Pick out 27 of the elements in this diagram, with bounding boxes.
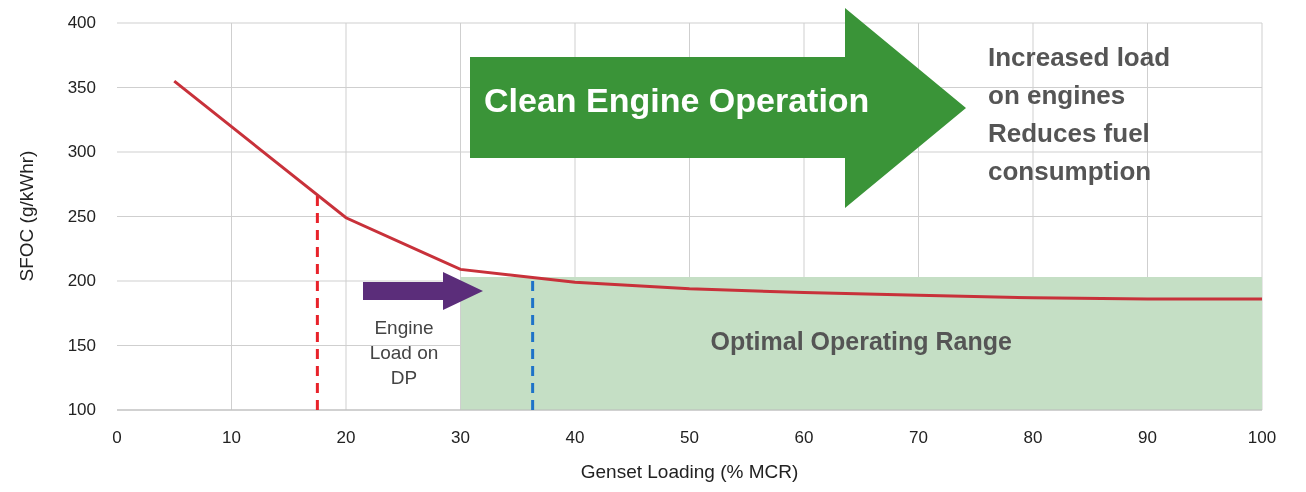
note-text: Increased load on engines (988, 41, 1172, 112)
tick-label: 70 (908, 428, 929, 448)
tick-label: 30 (450, 428, 471, 448)
tick-label: 50 (679, 428, 700, 448)
tick-label: 150 (66, 335, 96, 356)
tick-label: 0 (111, 428, 123, 448)
band-label: Optimal Operating Range (709, 327, 1013, 357)
tick-label: 40 (564, 428, 586, 448)
tick-label: 20 (335, 428, 357, 448)
note-text: Reduces fuel consumption (988, 117, 1153, 188)
tick-label: 100 (66, 400, 96, 420)
tick-label: 10 (221, 428, 242, 448)
tick-label: 100 (1246, 428, 1278, 448)
tick-label: 200 (66, 271, 96, 291)
tick-label: 350 (66, 77, 96, 98)
shaded-band (460, 277, 1262, 410)
arrow-label: Clean Engine Operation (484, 81, 870, 120)
tick-label: 300 (66, 142, 96, 162)
note-text: Engine Load on DP (368, 316, 440, 390)
tick-label: 60 (793, 428, 815, 448)
tick-label: 80 (1022, 428, 1044, 448)
axis-title: SFOC (g/kWhr) (16, 149, 38, 284)
tick-label: 90 (1137, 428, 1158, 448)
tick-label: 400 (66, 13, 96, 33)
arrow-shape (470, 8, 966, 208)
tick-label: 250 (66, 206, 96, 227)
axis-title: Genset Loading (% MCR) (579, 461, 800, 483)
